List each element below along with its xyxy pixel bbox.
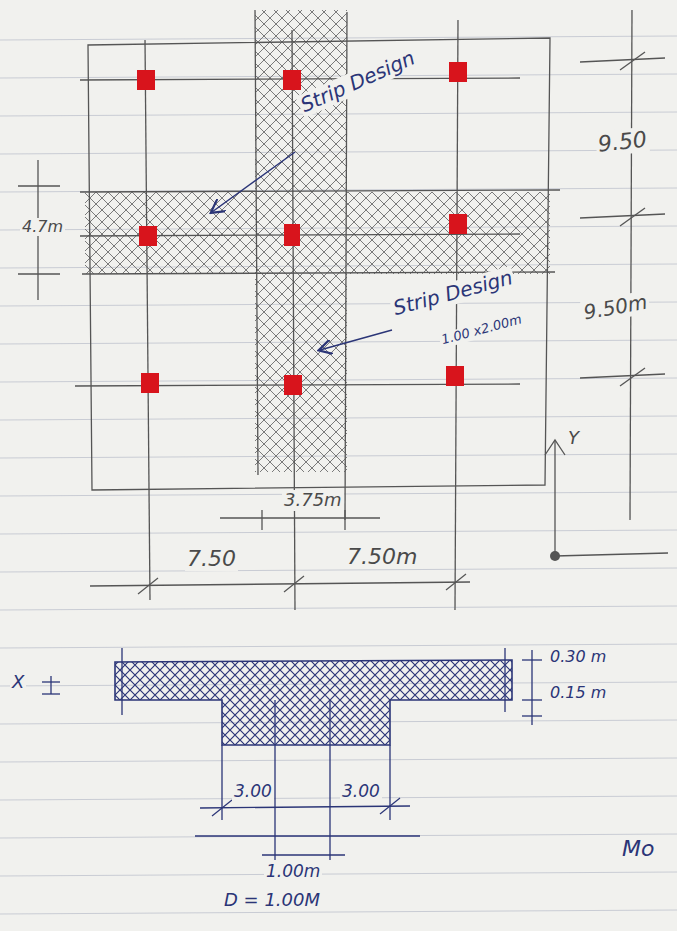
section-label: X	[10, 672, 26, 693]
dimension: 9.50m	[580, 290, 651, 324]
note-fragment: Mo	[620, 836, 656, 861]
dimension: 7.50	[185, 546, 238, 571]
axis-label: Y	[566, 428, 581, 449]
dimension: 1.00m	[264, 862, 322, 882]
dimension: 0.30 m	[548, 648, 608, 666]
dimension: 3.00	[232, 782, 274, 802]
dimension: 4.7m	[20, 218, 65, 236]
dimension: 7.50m	[345, 544, 419, 569]
depth-note: D = 1.00M	[222, 890, 322, 911]
strip-size: 1.00 x2.00m	[438, 312, 525, 349]
dimension: 0.15 m	[548, 684, 608, 702]
dimension: 3.75m	[282, 490, 344, 511]
dimension: 3.00	[340, 782, 382, 802]
dimension: 9.50	[595, 127, 650, 158]
